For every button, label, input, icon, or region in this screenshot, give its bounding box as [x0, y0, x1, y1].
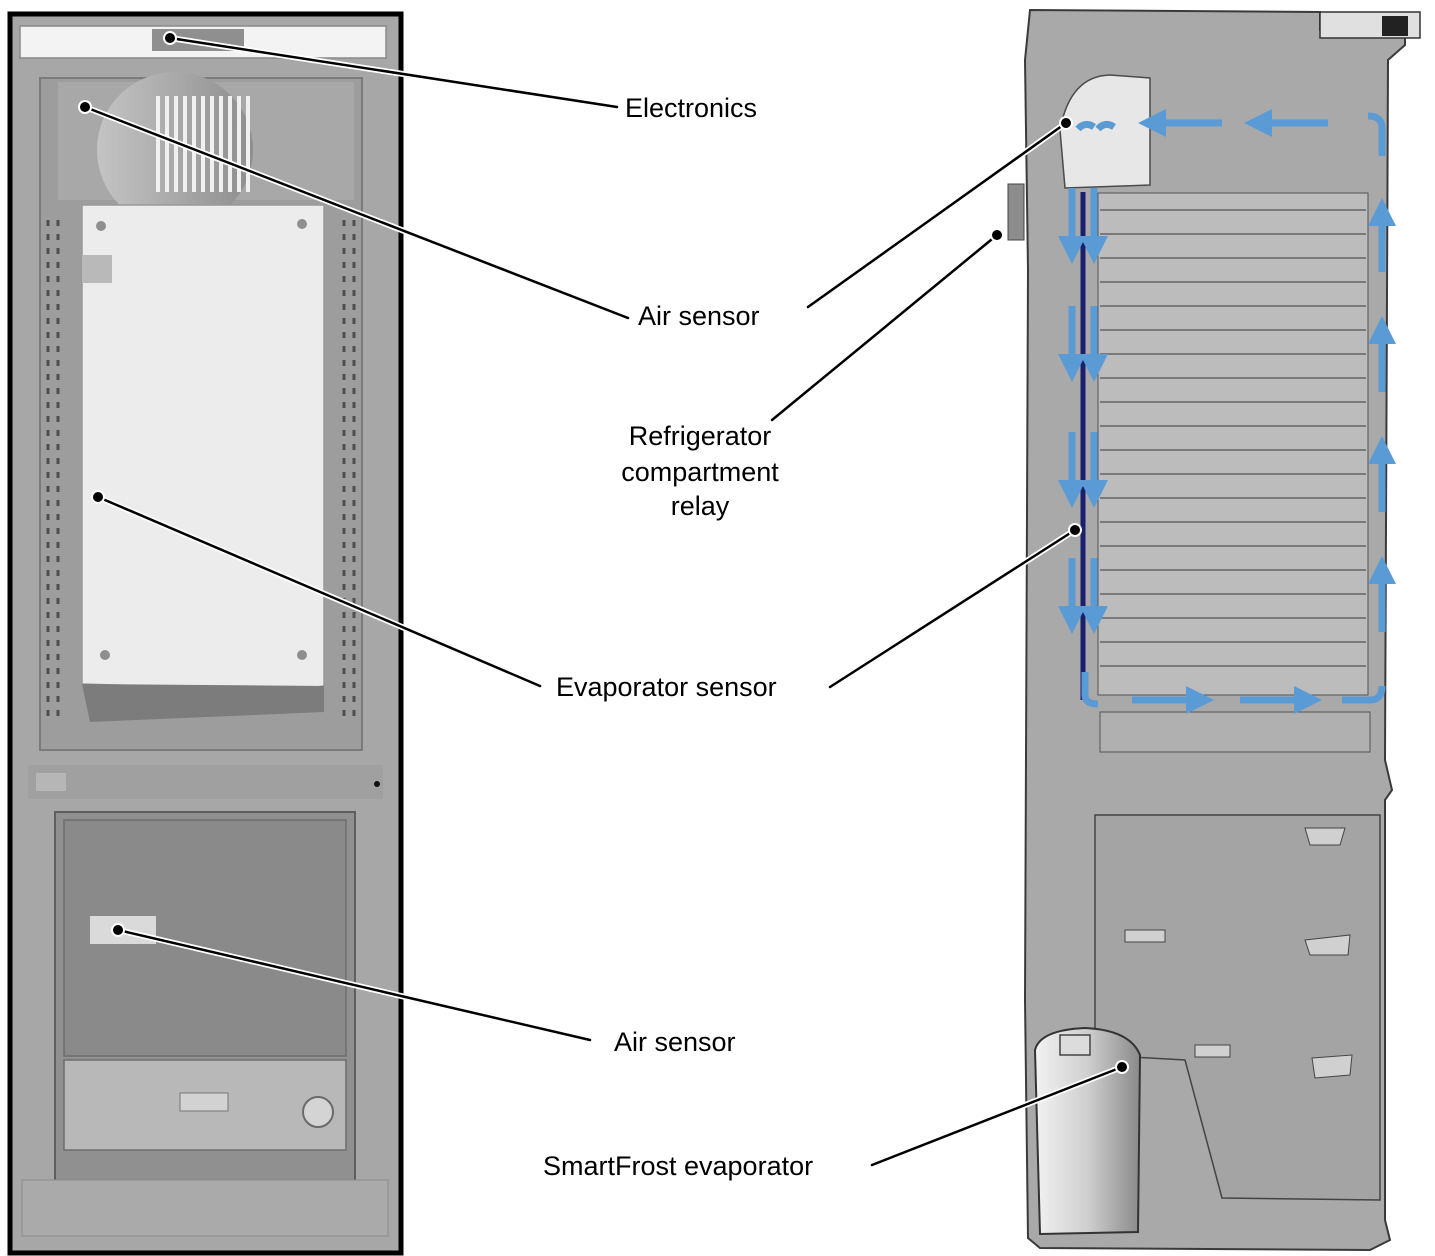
drawer-knob [302, 1096, 334, 1128]
cover-notch [82, 255, 112, 283]
evaporator [1097, 192, 1369, 696]
drawer-handle [179, 1092, 229, 1112]
evaporator-cover [81, 204, 325, 691]
leader-air-sensor-side [805, 116, 1073, 310]
leader-lines [78, 31, 1129, 1168]
airflow-arrow [1342, 685, 1386, 704]
leader-smartfrost [869, 1060, 1129, 1168]
hinge-block [1382, 16, 1408, 36]
leader-evaporator-sensor-front [91, 490, 543, 689]
label-relay-line1: Refrigerator [629, 421, 772, 451]
bottom-plinth [21, 1179, 389, 1237]
side-view [1007, 8, 1421, 1252]
freezer-clips [1124, 827, 1353, 1079]
divider-dot [374, 781, 380, 787]
leader-air-sensor-freezer [111, 923, 593, 1043]
label-smartfrost-evaporator: SmartFrost evaporator [543, 1151, 813, 1181]
leader-electronics [163, 31, 620, 110]
evap-base [1099, 711, 1371, 753]
leader-air-sensor-fridge [78, 100, 631, 321]
compressor [1033, 1026, 1142, 1236]
label-relay-line3: relay [671, 491, 730, 521]
relay-box [1007, 183, 1025, 241]
airflow-arrow [1081, 672, 1099, 708]
airflow-arrow [1095, 120, 1116, 132]
front-view [7, 11, 404, 1256]
airflow-arrow [1075, 120, 1096, 132]
cover-lip [82, 684, 324, 722]
callout-labels: Electronics Air sensor Refrigerator comp… [543, 93, 813, 1181]
label-relay-line2: compartment [621, 457, 779, 487]
label-electronics: Electronics [625, 93, 757, 123]
leader-relay [769, 228, 1004, 423]
evaporator-fins [1100, 209, 1366, 667]
airflow-arrow [1367, 112, 1386, 156]
label-air-sensor-fridge: Air sensor [638, 301, 760, 331]
airflow-arrows [1058, 109, 1396, 714]
divider [28, 765, 383, 799]
label-evaporator-sensor: Evaporator sensor [556, 672, 777, 702]
label-air-sensor-freezer: Air sensor [614, 1027, 736, 1057]
leader-evaporator-sensor-side [827, 523, 1082, 690]
compressor-top [1059, 1034, 1091, 1056]
cover-screws [96, 219, 307, 660]
divider-detail [36, 773, 66, 791]
